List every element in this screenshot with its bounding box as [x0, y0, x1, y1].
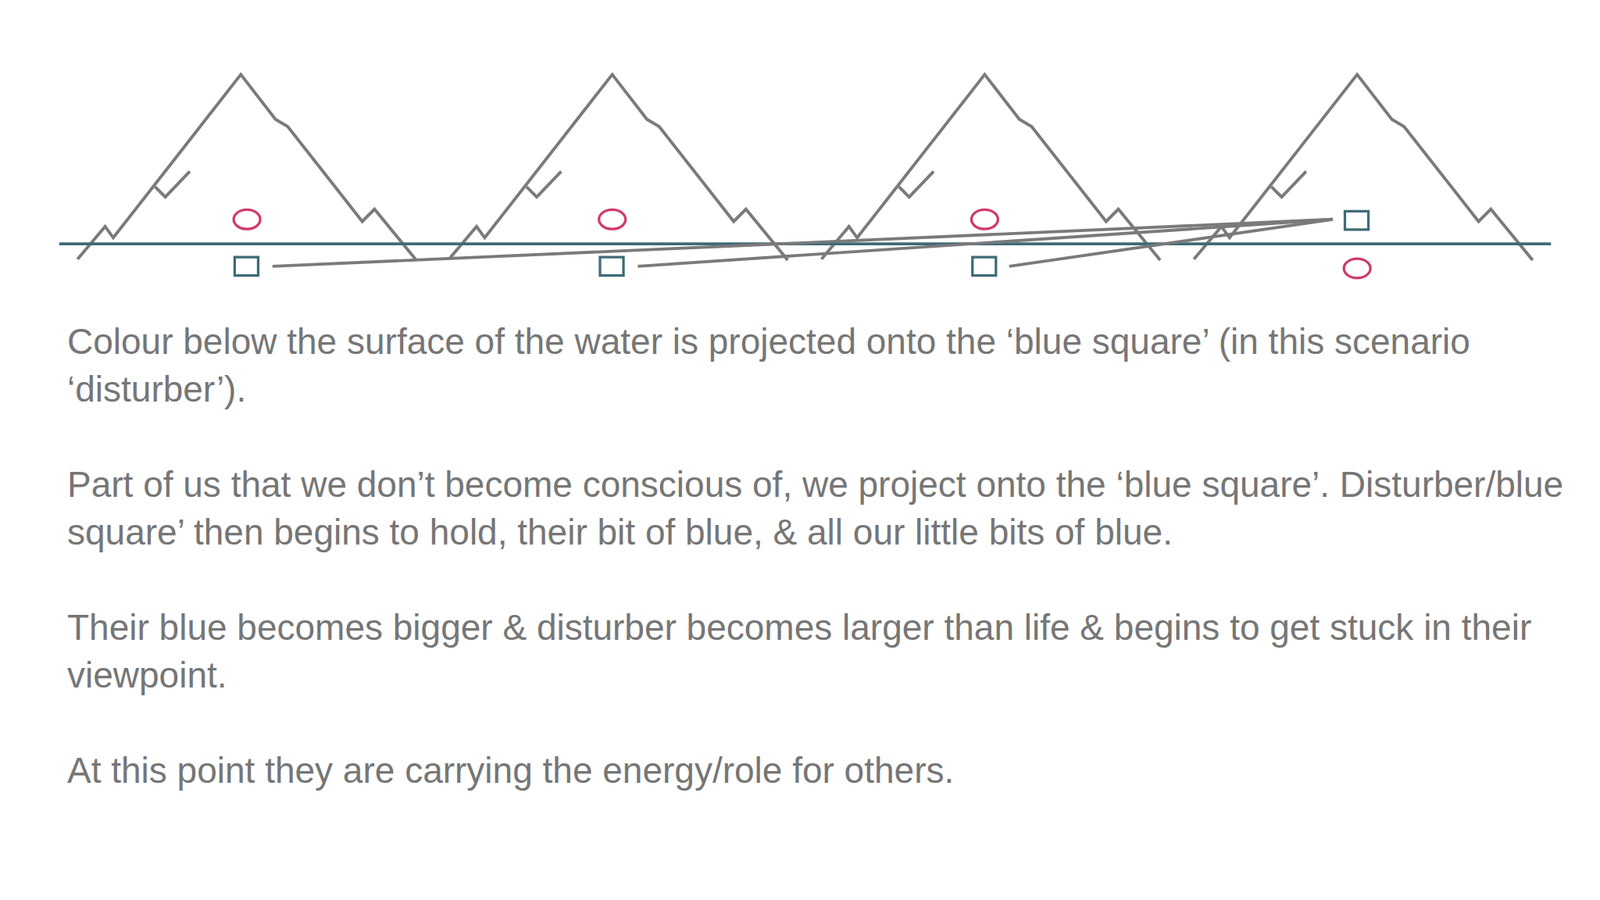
- red-circle: [233, 209, 261, 229]
- red-circle: [1343, 258, 1371, 279]
- red-circle: [599, 209, 626, 229]
- text-column: Colour below the surface of the water is…: [67, 317, 1588, 843]
- blue-square: [234, 257, 258, 276]
- iceberg: [77, 74, 417, 261]
- explanation-paragraph: Their blue becomes bigger & disturber be…: [67, 603, 1588, 700]
- blue-square: [972, 257, 997, 276]
- iceberg: [449, 74, 789, 261]
- projection-line: [272, 219, 1333, 267]
- iceberg: [821, 74, 1161, 261]
- explanation-paragraph: Colour below the surface of the water is…: [67, 317, 1588, 414]
- blue-square: [1344, 210, 1368, 230]
- explanation-paragraph: At this point they are carrying the ener…: [67, 746, 1588, 795]
- red-circle: [971, 209, 998, 229]
- blue-square: [600, 257, 624, 276]
- explanation-paragraph: Part of us that we don’t become consciou…: [67, 460, 1588, 557]
- projection-line: [1009, 219, 1333, 267]
